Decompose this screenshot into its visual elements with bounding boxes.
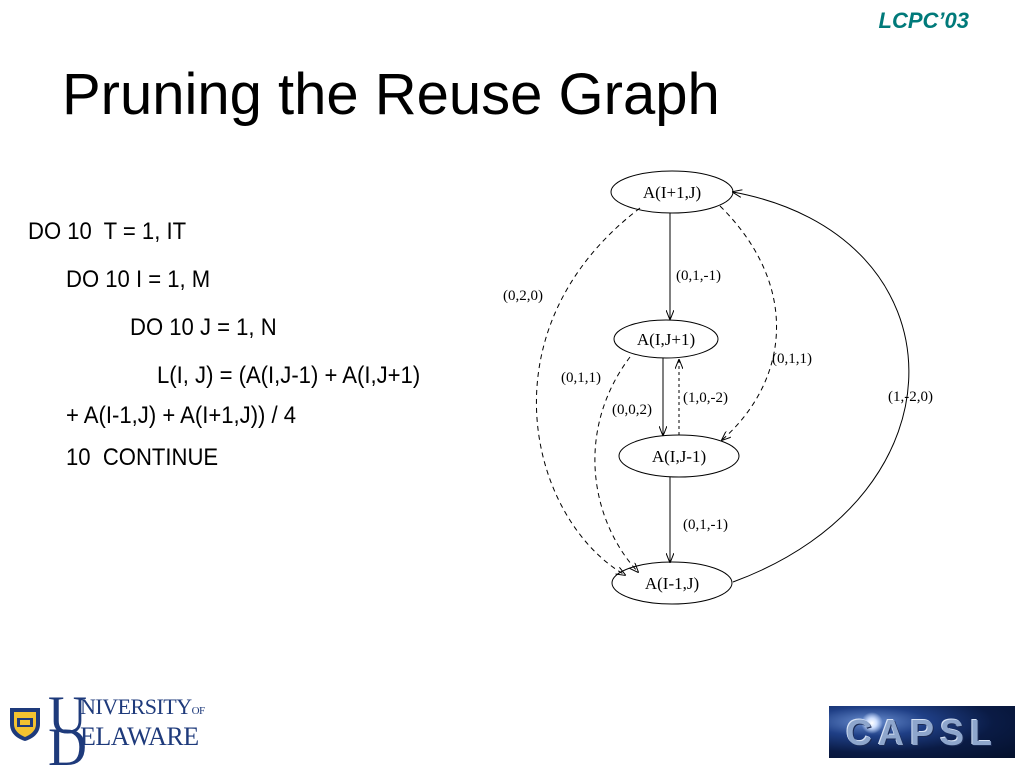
edge-label: (0,1,1) <box>772 351 812 367</box>
graph-node: A(I,J+1) <box>613 319 719 359</box>
university-of-delaware-logo: U D NIVERSITYOF ELAWARE <box>4 685 214 774</box>
code-line: DO 10 T = 1, IT <box>28 218 187 245</box>
edge-label: (0,1,1) <box>561 370 601 386</box>
logo-word: NIVERSITYOF <box>80 696 205 718</box>
logo-word: ELAWARE <box>80 722 199 751</box>
code-line: + A(I-1,J) + A(I+1,J)) / 4 <box>66 402 297 429</box>
graph-node: A(I+1,J) <box>610 170 734 214</box>
graph-node: A(I-1,J) <box>611 561 733 605</box>
logo-text: NIVERSITY <box>80 694 192 719</box>
edge-arrow <box>719 205 777 440</box>
logo-letter: D <box>48 717 87 777</box>
edge-label: (0,1,-1) <box>683 517 728 533</box>
logo-text: OF <box>191 705 206 717</box>
edge-label: (1,-2,0) <box>888 389 933 405</box>
code-listing: DO 10 T = 1, IT DO 10 I = 1, M DO 10 J =… <box>0 0 470 500</box>
code-line: DO 10 I = 1, M <box>66 266 211 293</box>
capsl-logo-text: CAPSL <box>845 712 998 753</box>
node-label: A(I,J-1) <box>652 447 706 466</box>
edge-arrow <box>535 207 641 575</box>
code-line: L(I, J) = (A(I,J-1) + A(I,J+1) <box>157 362 421 389</box>
edge-label: (0,2,0) <box>503 288 543 304</box>
node-label: A(I-1,J) <box>645 574 699 593</box>
conference-tag: LCPC’03 <box>878 8 969 33</box>
code-line: DO 10 J = 1, N <box>130 314 277 341</box>
edge-label: (0,1,-1) <box>676 268 721 284</box>
flare-icon <box>861 712 883 734</box>
edge-arrow <box>733 192 910 583</box>
slide-title: Pruning the Reuse Graph <box>62 62 720 127</box>
edge-label: (0,0,2) <box>612 402 652 418</box>
node-label: A(I,J+1) <box>637 330 695 349</box>
logo-letter: U <box>48 685 87 745</box>
reuse-graph: A(I+1,J) A(I,J+1) A(I,J-1) A(I-1,J) (0,1… <box>503 170 933 605</box>
edge-label: (1,0,-2) <box>683 390 728 406</box>
shield-icon <box>10 708 40 741</box>
node-label: A(I+1,J) <box>643 183 701 202</box>
capsl-logo: CAPSL <box>829 706 1015 758</box>
graph-node: A(I,J-1) <box>618 434 740 478</box>
code-line: 10 CONTINUE <box>66 444 219 471</box>
edge-arrow <box>594 356 638 572</box>
